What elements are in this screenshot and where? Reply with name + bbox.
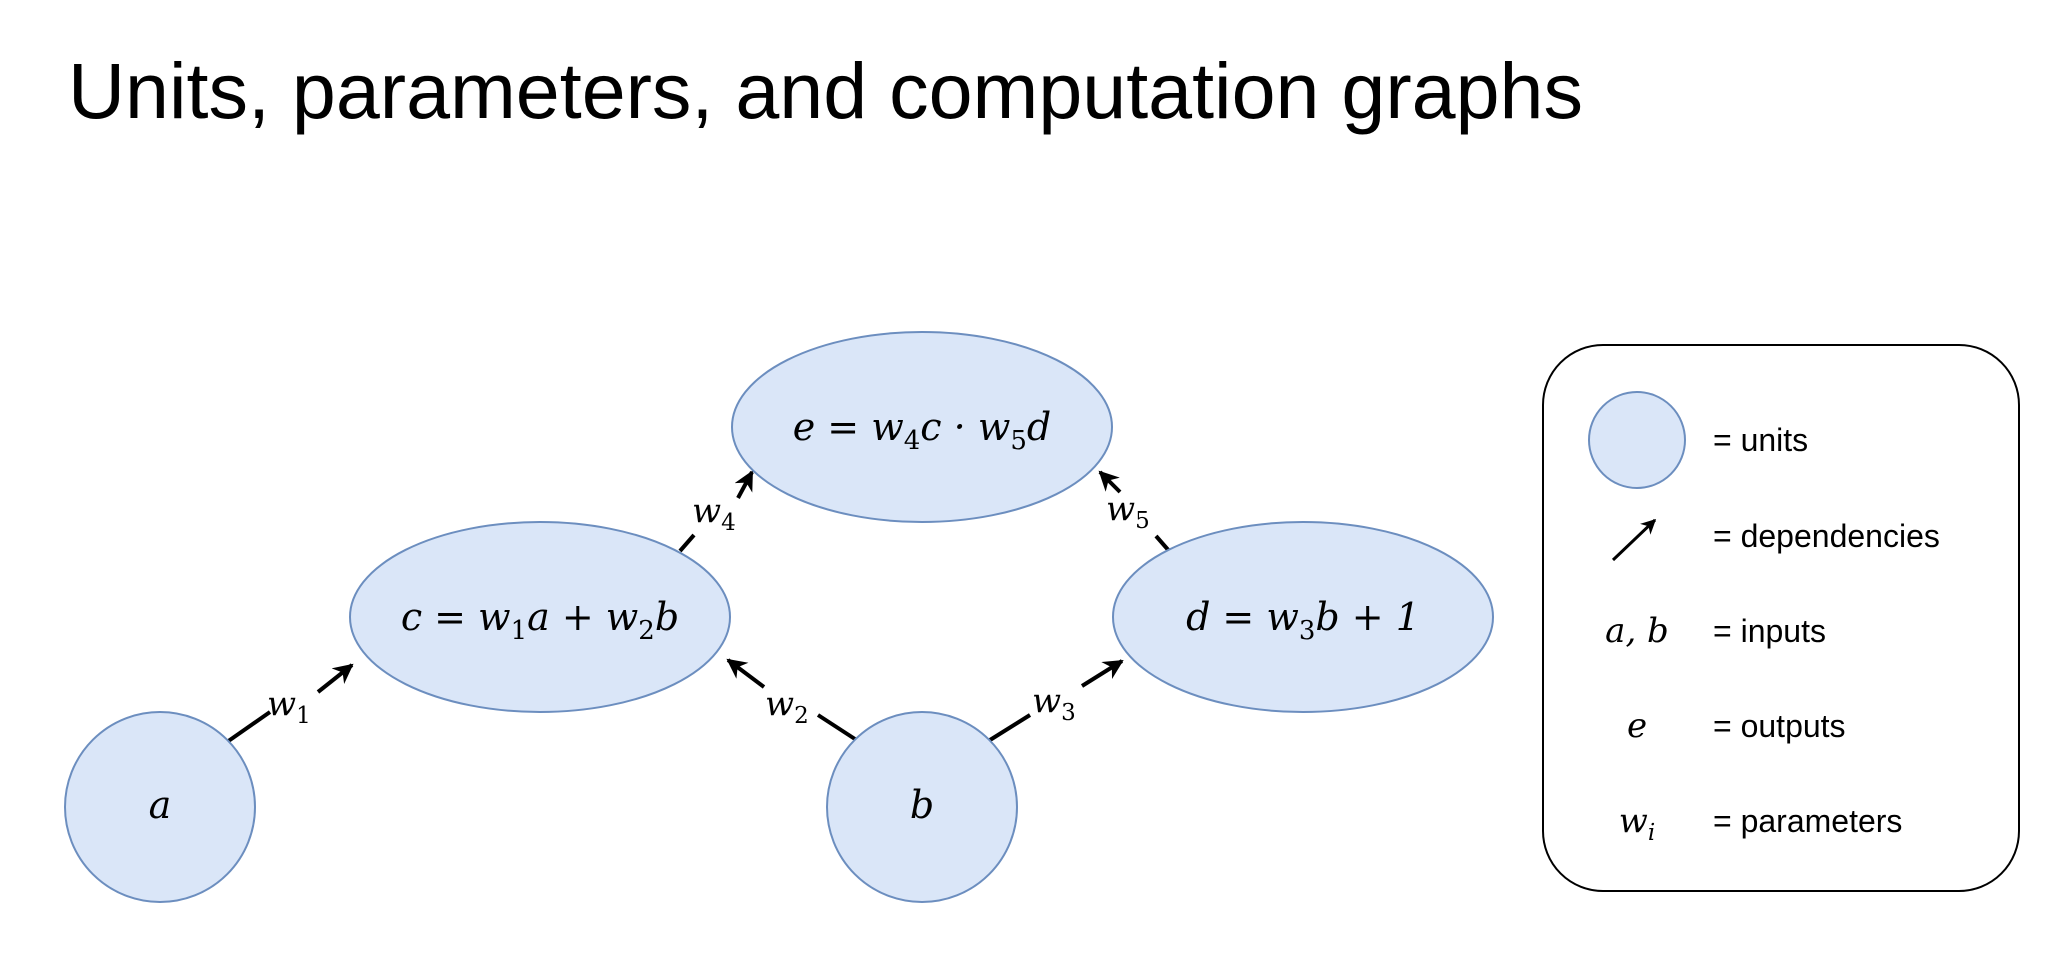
weight-label-w3: w3 <box>1032 681 1076 726</box>
legend-params-symbol: wi <box>1619 801 1655 846</box>
weight-label-w5: w5 <box>1106 489 1150 534</box>
edge-d-to-e-arrow <box>1098 470 1122 494</box>
node-a-label: a <box>149 783 172 827</box>
legend-dependencies-label: = dependencies <box>1713 518 1940 554</box>
node-c[interactable]: c= w1a + w2b <box>349 521 731 713</box>
weight-label-w4: w4 <box>692 491 736 536</box>
node-a[interactable]: a <box>64 711 256 903</box>
node-b-label: b <box>910 783 934 827</box>
edge-weight-labels: w1 w2 w3 w4 w5 <box>267 489 1150 729</box>
legend-inputs-label: = inputs <box>1713 613 1826 649</box>
slide-title: Units, parameters, and computation graph… <box>68 46 1583 135</box>
legend: = units = dependencies a, b = inputs e =… <box>1542 344 2020 892</box>
legend-dependency-arrow-icon <box>1611 518 1657 562</box>
edge-a-to-c <box>225 710 272 744</box>
edge-b-to-d-arrow <box>1080 659 1124 688</box>
unit-ellipse <box>1112 521 1494 713</box>
unit-circle <box>826 711 1018 903</box>
nodes: a b c= w1a + w2b d= w3b + 1 e= w4c · w5d <box>64 331 1494 903</box>
node-d[interactable]: d= w3b + 1 <box>1112 521 1494 713</box>
legend-parameters-label: = parameters <box>1713 803 1902 839</box>
unit-circle <box>64 711 256 903</box>
node-d-equation: d= w3b + 1 <box>1186 595 1420 646</box>
legend-outputs-symbol: e <box>1627 706 1647 746</box>
edge-b-to-c-arrow <box>726 658 766 689</box>
edge-a-to-c-arrow <box>316 663 354 694</box>
edge-b-to-c <box>816 713 860 743</box>
unit-ellipse <box>349 521 731 713</box>
legend-outputs-label: = outputs <box>1713 708 1846 744</box>
node-c-equation: c= w1a + w2b <box>401 595 679 646</box>
legend-inputs-symbol: a, b <box>1605 611 1669 651</box>
node-e[interactable]: e= w4c · w5d <box>731 331 1113 523</box>
legend-units-label: = units <box>1713 422 1808 458</box>
edge-c-to-e-arrow <box>734 470 754 499</box>
edge-b-to-d <box>988 713 1032 742</box>
legend-unit-icon <box>1588 391 1686 489</box>
node-e-equation: e= w4c · w5d <box>793 405 1051 456</box>
weight-label-w2: w2 <box>765 684 809 729</box>
weight-label-w1: w1 <box>267 684 311 729</box>
edge-c-to-e <box>678 533 696 553</box>
node-b[interactable]: b <box>826 711 1018 903</box>
unit-ellipse <box>731 331 1113 523</box>
